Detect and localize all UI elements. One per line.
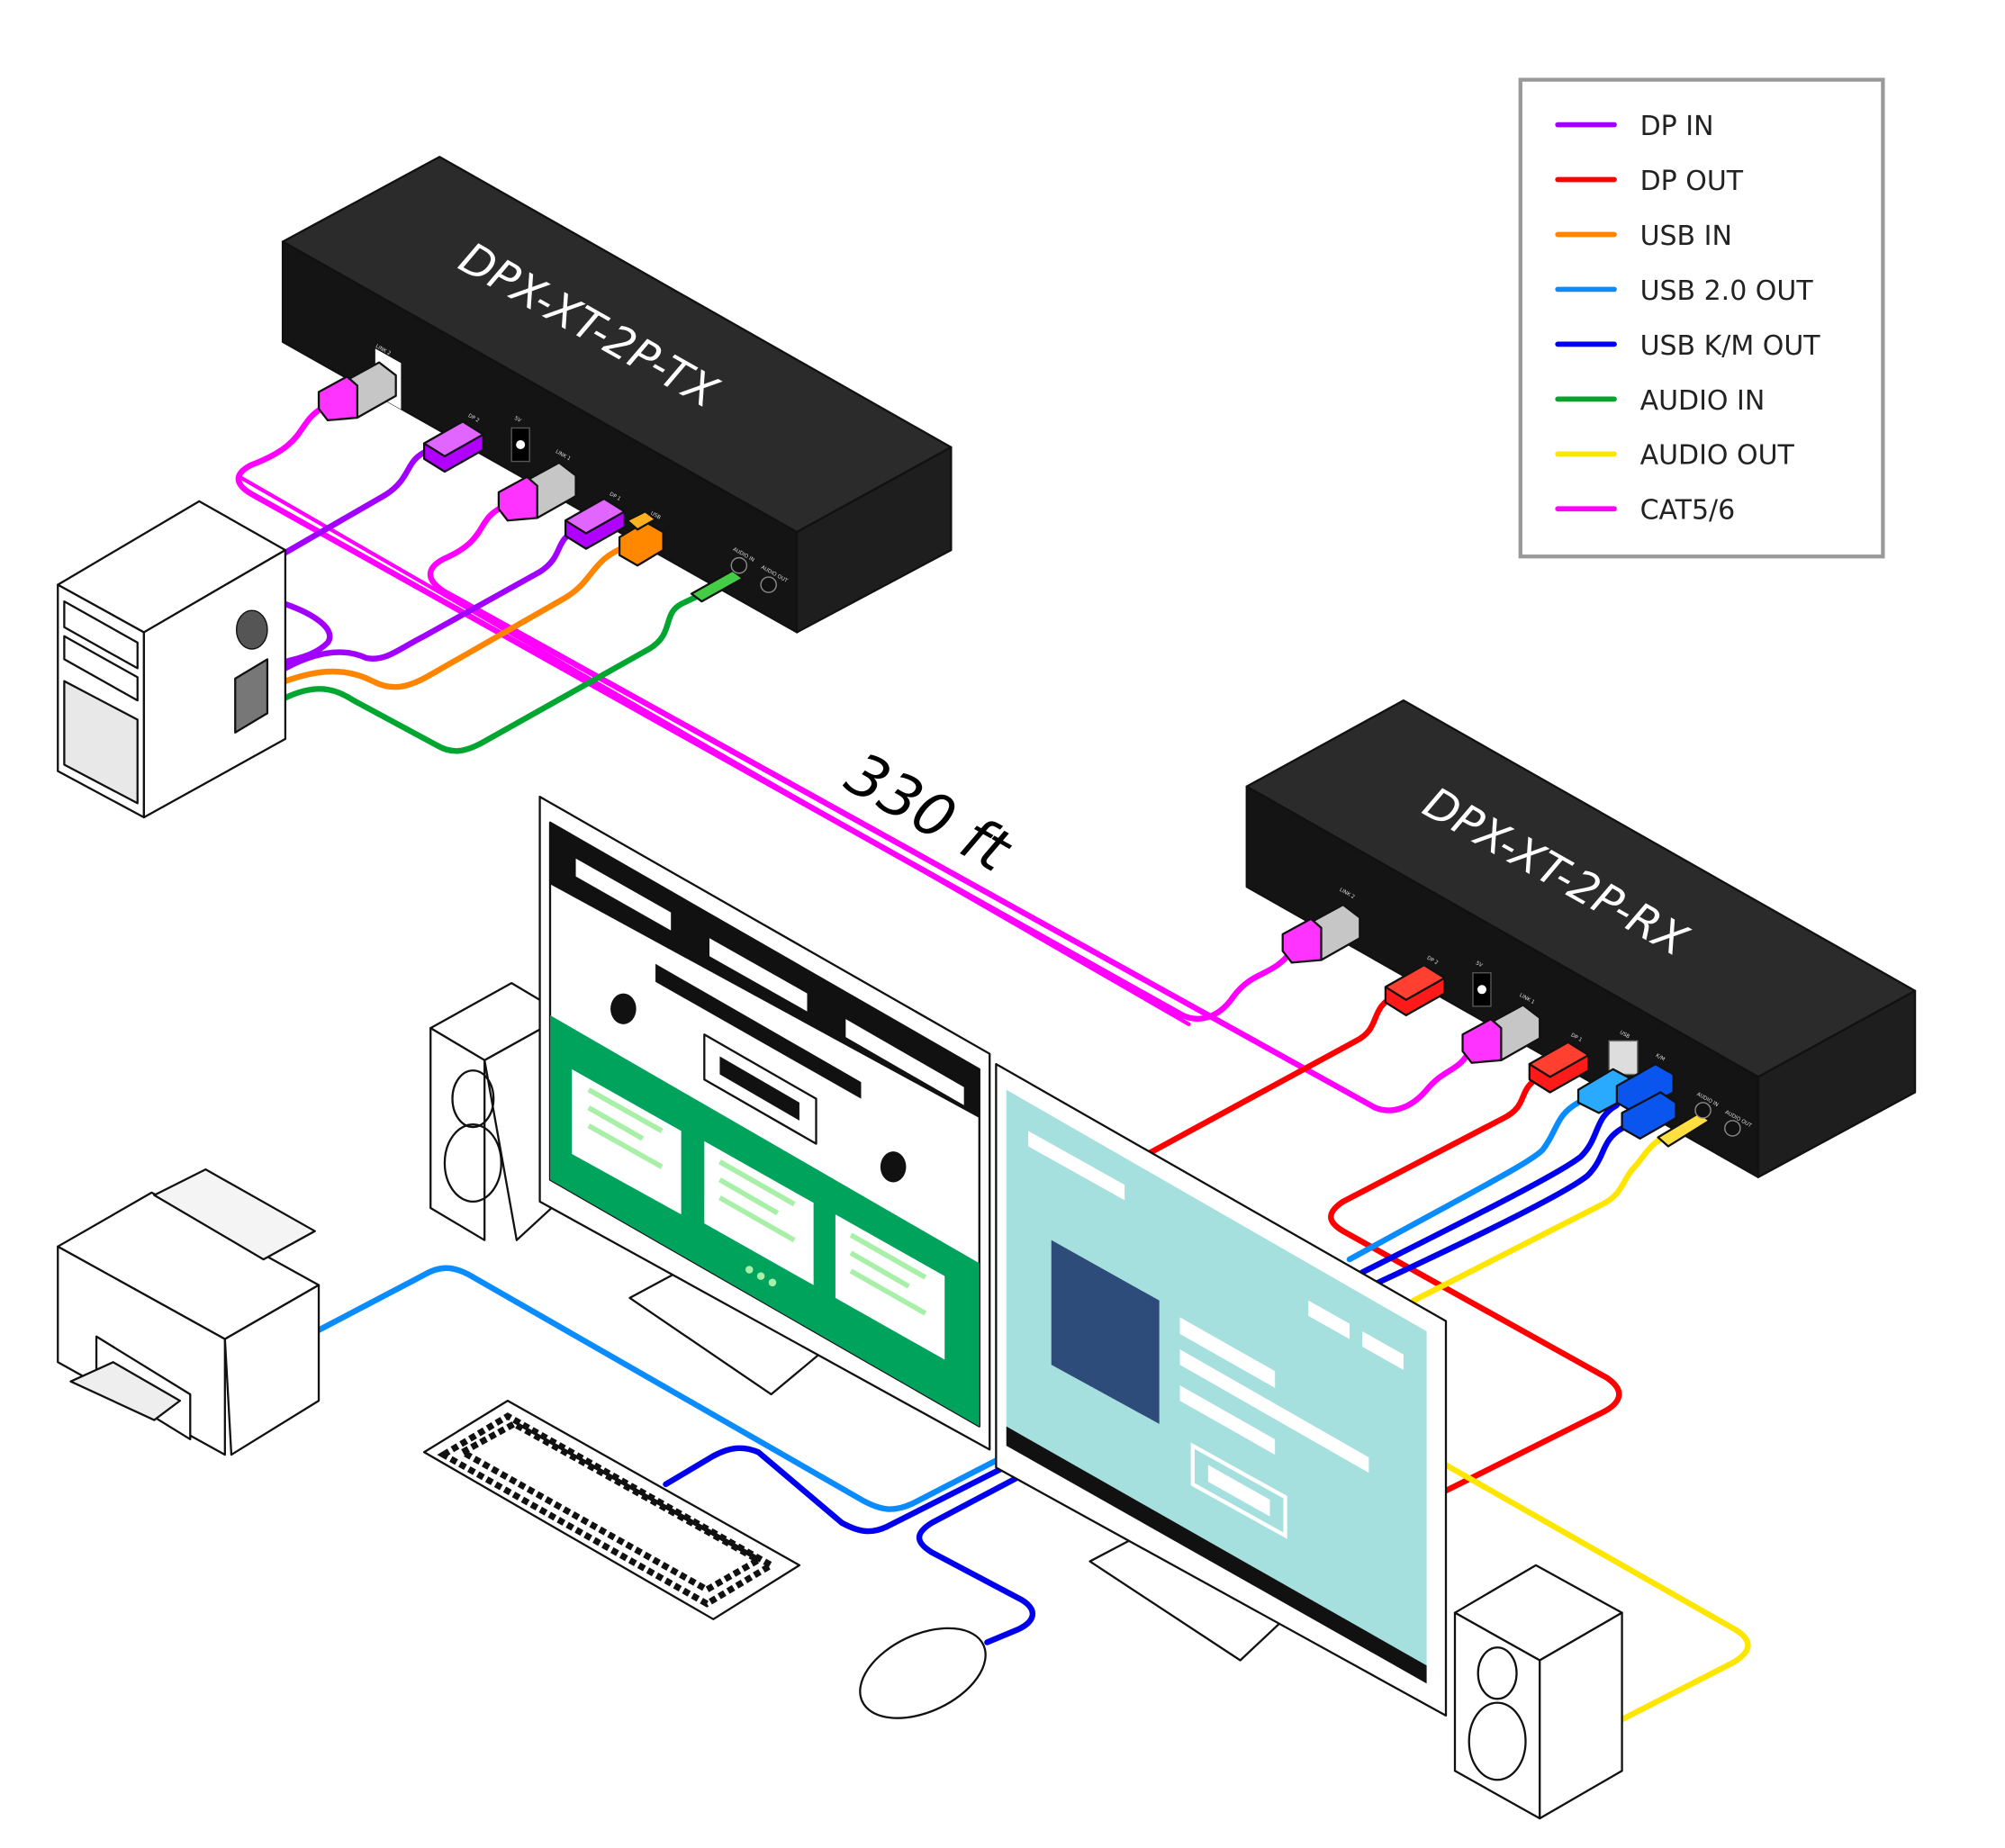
legend-label-usb_in: USB IN: [1640, 221, 1732, 252]
port-label: USB: [649, 511, 661, 521]
legend-label-usb2_out: USB 2.0 OUT: [1640, 275, 1814, 307]
port-label: 5V: [1475, 960, 1484, 969]
port-label: 5V: [513, 416, 522, 424]
keyboard: [422, 1399, 801, 1620]
dp-in-cable-2-loop: [282, 600, 333, 665]
dp-in-cable-1: [282, 527, 582, 672]
rx-power-jack-hole: [1477, 985, 1486, 995]
legend-label-usb_km_out: USB K/M OUT: [1640, 330, 1821, 362]
rx-audio-in-jack: [1694, 1102, 1711, 1119]
monitor-right: [995, 1062, 1448, 1717]
usb-km-out-keyboard: [663, 1445, 1012, 1535]
monitor-right-block: [1051, 1240, 1160, 1424]
rx-dp1-plug: [1528, 1041, 1590, 1094]
rx-km-plug-2: [1621, 1091, 1677, 1140]
tx-power-jack-hole: [516, 440, 526, 450]
tx-audio-in-jack: [730, 556, 748, 574]
legend-label-dp_out: DP OUT: [1640, 166, 1744, 197]
monitor-left: [538, 796, 991, 1451]
speaker-right: [1453, 1564, 1623, 1820]
tx-audio-in-plug: [690, 569, 745, 603]
usb2-out-cable: [1346, 1099, 1582, 1263]
audio-out-cable: [1411, 1130, 1675, 1303]
audio-in-cable: [282, 585, 717, 754]
usb-km-out-cable-2: [1369, 1125, 1625, 1288]
tx-audio-out-jack: [760, 576, 777, 593]
monitor-right-screen: [1006, 1089, 1427, 1684]
usb-km-out-mouse: [916, 1472, 1035, 1645]
cables: [235, 405, 1751, 1723]
usb-in-cable: [282, 543, 630, 690]
rx-link2-rj45-plug: [1281, 903, 1361, 964]
usb2-out-cable-printer: [315, 1265, 1003, 1512]
tx-dp1-plug: [564, 497, 626, 550]
distance-label: 330 ft: [835, 740, 1023, 887]
tx-link1-rj45-plug: [497, 461, 577, 522]
audio-out-cable-speaker: [1442, 1462, 1751, 1723]
pc-fan-icon: [235, 609, 268, 650]
usb-km-out-cable-1: [1359, 1102, 1621, 1276]
printer-paper: [153, 1168, 316, 1261]
port-label: DP 2: [1426, 956, 1440, 967]
port-label: DP 1: [1569, 1032, 1583, 1043]
rx-km-plug-1: [1615, 1062, 1675, 1114]
tx-dp2-plug: [422, 420, 484, 473]
tx-link2-rj45-plug: [317, 348, 402, 422]
rx-link1-rj45-plug: [1461, 1004, 1541, 1064]
dp-in-cable-2: [282, 443, 440, 556]
legend: DP IN DP OUT USB IN USB 2.0 OUT USB K/M OUT A…: [1518, 77, 1885, 559]
receiver-device: DPX-XT-2P-RX: [1245, 699, 1917, 1178]
rx-audio-out-jack: [1724, 1120, 1741, 1137]
dp-out-cable-1: [1328, 1074, 1622, 1494]
mouse: [859, 1627, 987, 1719]
rx-audio-out-plug: [1657, 1112, 1711, 1148]
cat-cable-link2-b: [239, 475, 1191, 1026]
legend-label-audio_out: AUDIO OUT: [1640, 440, 1795, 472]
tx-usb-plug: [618, 510, 664, 567]
port-label: USB: [1619, 1030, 1630, 1040]
port-label: DP 1: [609, 491, 622, 502]
port-label: K/M: [1655, 1053, 1666, 1062]
port-label: DP 2: [467, 413, 481, 424]
pc-tower: [57, 500, 287, 819]
legend-label-audio_in: AUDIO IN: [1640, 385, 1766, 417]
cat-cable-link2: [235, 405, 1295, 1022]
legend-label-cat: CAT5/6: [1640, 495, 1736, 527]
pc-vent: [63, 680, 139, 805]
dp-out-cable-2: [1128, 993, 1398, 1167]
rx-dp2-plug: [1384, 964, 1446, 1016]
cat-cable-link1: [427, 504, 1475, 1113]
legend-label-dp_in: DP IN: [1640, 111, 1714, 142]
printer: [57, 1168, 321, 1456]
